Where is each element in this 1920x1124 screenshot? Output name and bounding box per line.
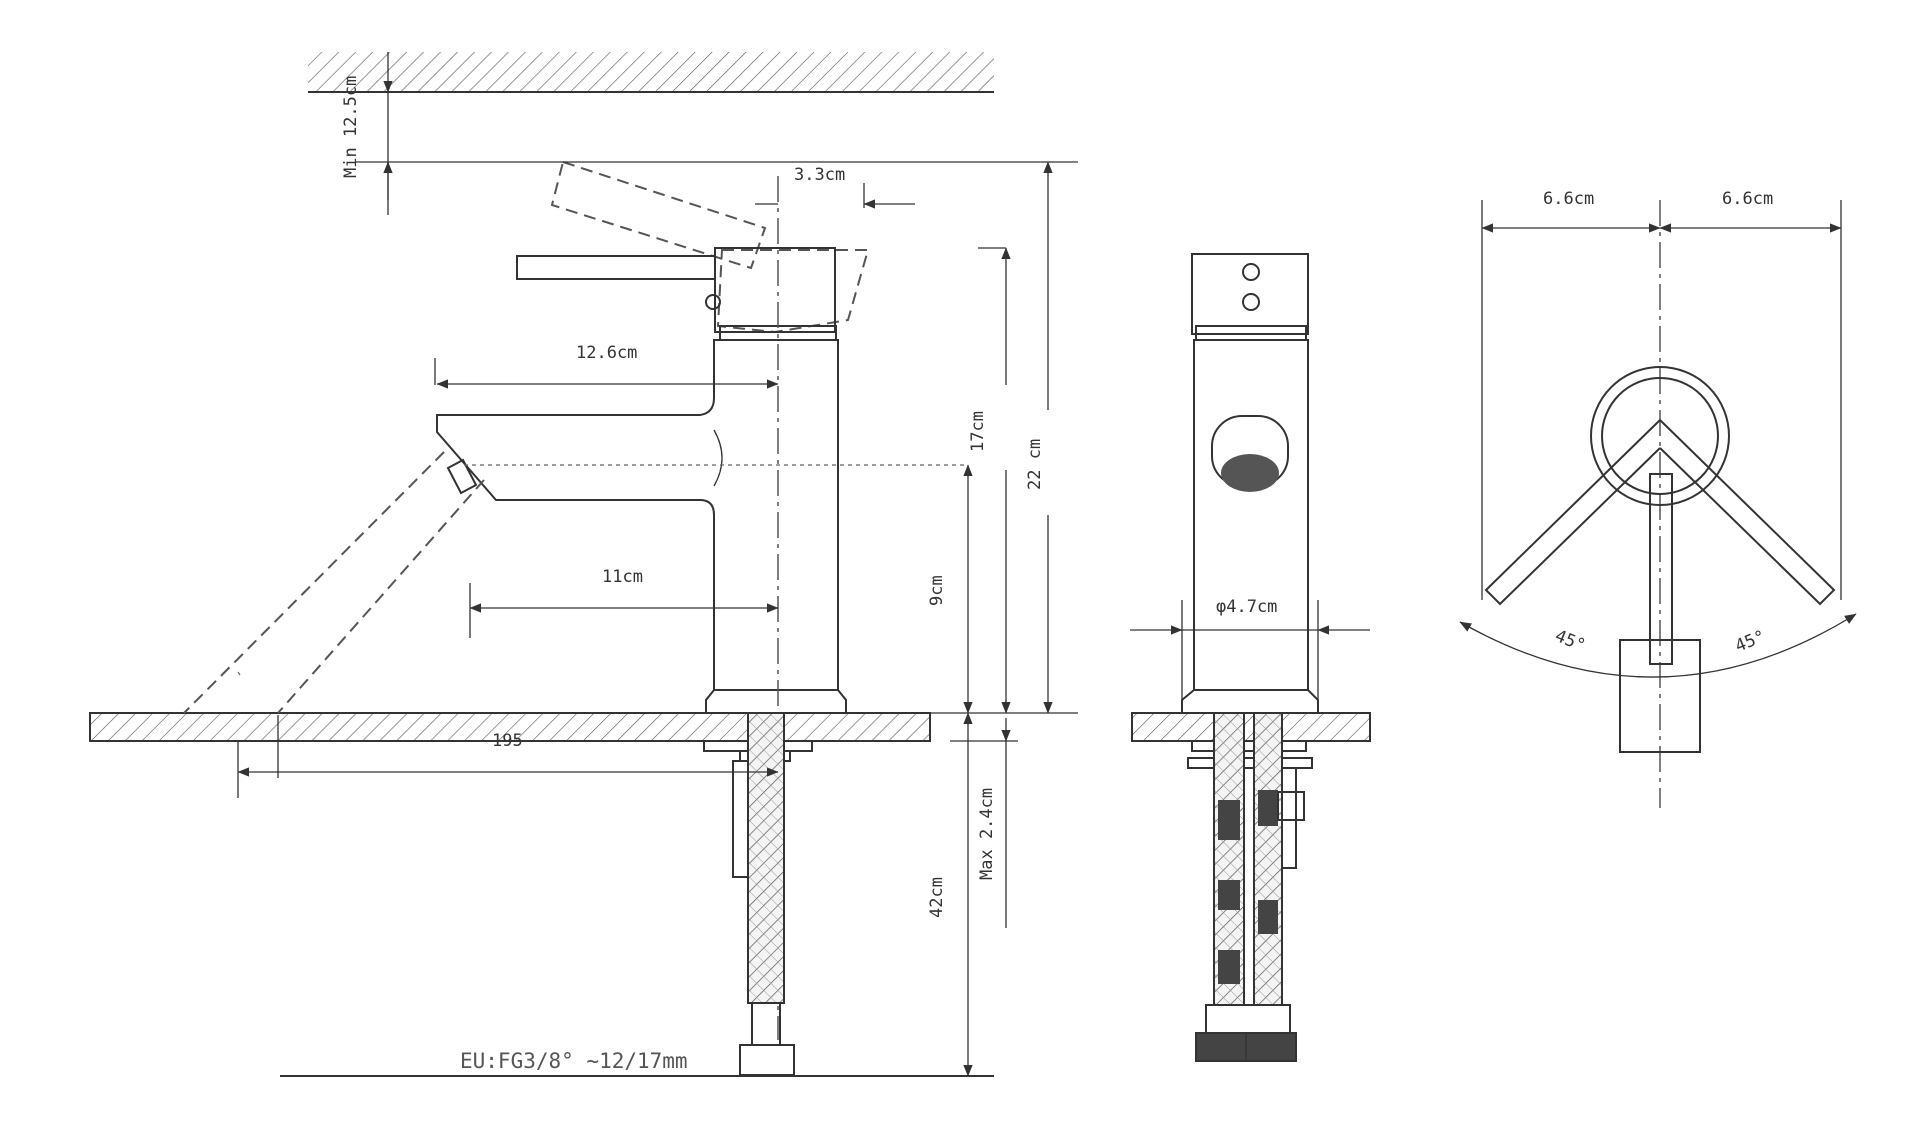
hose-connector — [739, 1044, 795, 1076]
top-handle-ring — [1590, 366, 1730, 506]
handle-offset-label: 3.3cm — [794, 165, 845, 185]
front-handle-screw-bottom — [1242, 293, 1260, 311]
hose-ferrule — [751, 1002, 781, 1046]
lever — [516, 255, 716, 280]
lever-right — [1659, 419, 1836, 606]
max-deck-thickness-label: Max 2.4cm — [977, 788, 997, 880]
swing-arc — [1459, 613, 1857, 678]
top-lever-center — [1649, 473, 1673, 665]
min-clearance-label: Min 12.5cm — [341, 76, 361, 178]
front-view: φ4.7cm — [1130, 253, 1371, 1062]
front-faucet-body — [1193, 339, 1309, 691]
handle-screw — [705, 294, 721, 310]
front-handle-screw-top — [1242, 263, 1260, 281]
ceiling-hatch — [308, 52, 994, 93]
spout-height-label: 17cm — [968, 411, 988, 452]
front-mounting-stud — [1281, 767, 1297, 869]
base-to-spout-label: 11cm — [602, 567, 643, 587]
front-aerator — [1211, 415, 1289, 492]
front-hose-right — [1253, 712, 1283, 1006]
total-height-label: 22 cm — [1025, 439, 1045, 490]
lever-raised-outline — [550, 160, 767, 270]
side-view: Min 12.5cm 3.3cm 12.6cm 11cm 195 17cm 22… — [89, 52, 1078, 1077]
base-diameter-label: φ4.7cm — [1216, 597, 1277, 617]
top-spout — [1619, 639, 1701, 753]
deck-offset-label: 195 — [492, 731, 523, 751]
handle-body-rotated — [716, 249, 870, 334]
top-view: 6.6cm 6.6cm 45° 45° — [1459, 189, 1857, 808]
mounting-stud — [732, 760, 750, 878]
angle-left-label: 45° — [1552, 626, 1588, 656]
front-countertop — [1131, 712, 1371, 742]
front-base-ring — [1181, 689, 1319, 714]
handle-cap — [714, 247, 836, 333]
spout-reach-label: 12.6cm — [576, 343, 637, 363]
countertop — [89, 712, 931, 742]
handle-left-width-label: 6.6cm — [1543, 189, 1594, 209]
lever-left — [1484, 419, 1661, 606]
aerator — [446, 458, 478, 495]
front-handle-cap — [1191, 253, 1309, 335]
faucet-body — [436, 339, 839, 691]
connection-spec-label: EU:FG3/8° ~12/17mm — [460, 1049, 688, 1073]
base-ring — [705, 689, 847, 714]
outlet-height-label: 9cm — [927, 575, 947, 606]
hose-length-label: 42cm — [927, 877, 947, 918]
handle-right-width-label: 6.6cm — [1722, 189, 1773, 209]
supply-hose — [747, 712, 785, 1004]
angle-right-label: 45° — [1732, 627, 1768, 657]
